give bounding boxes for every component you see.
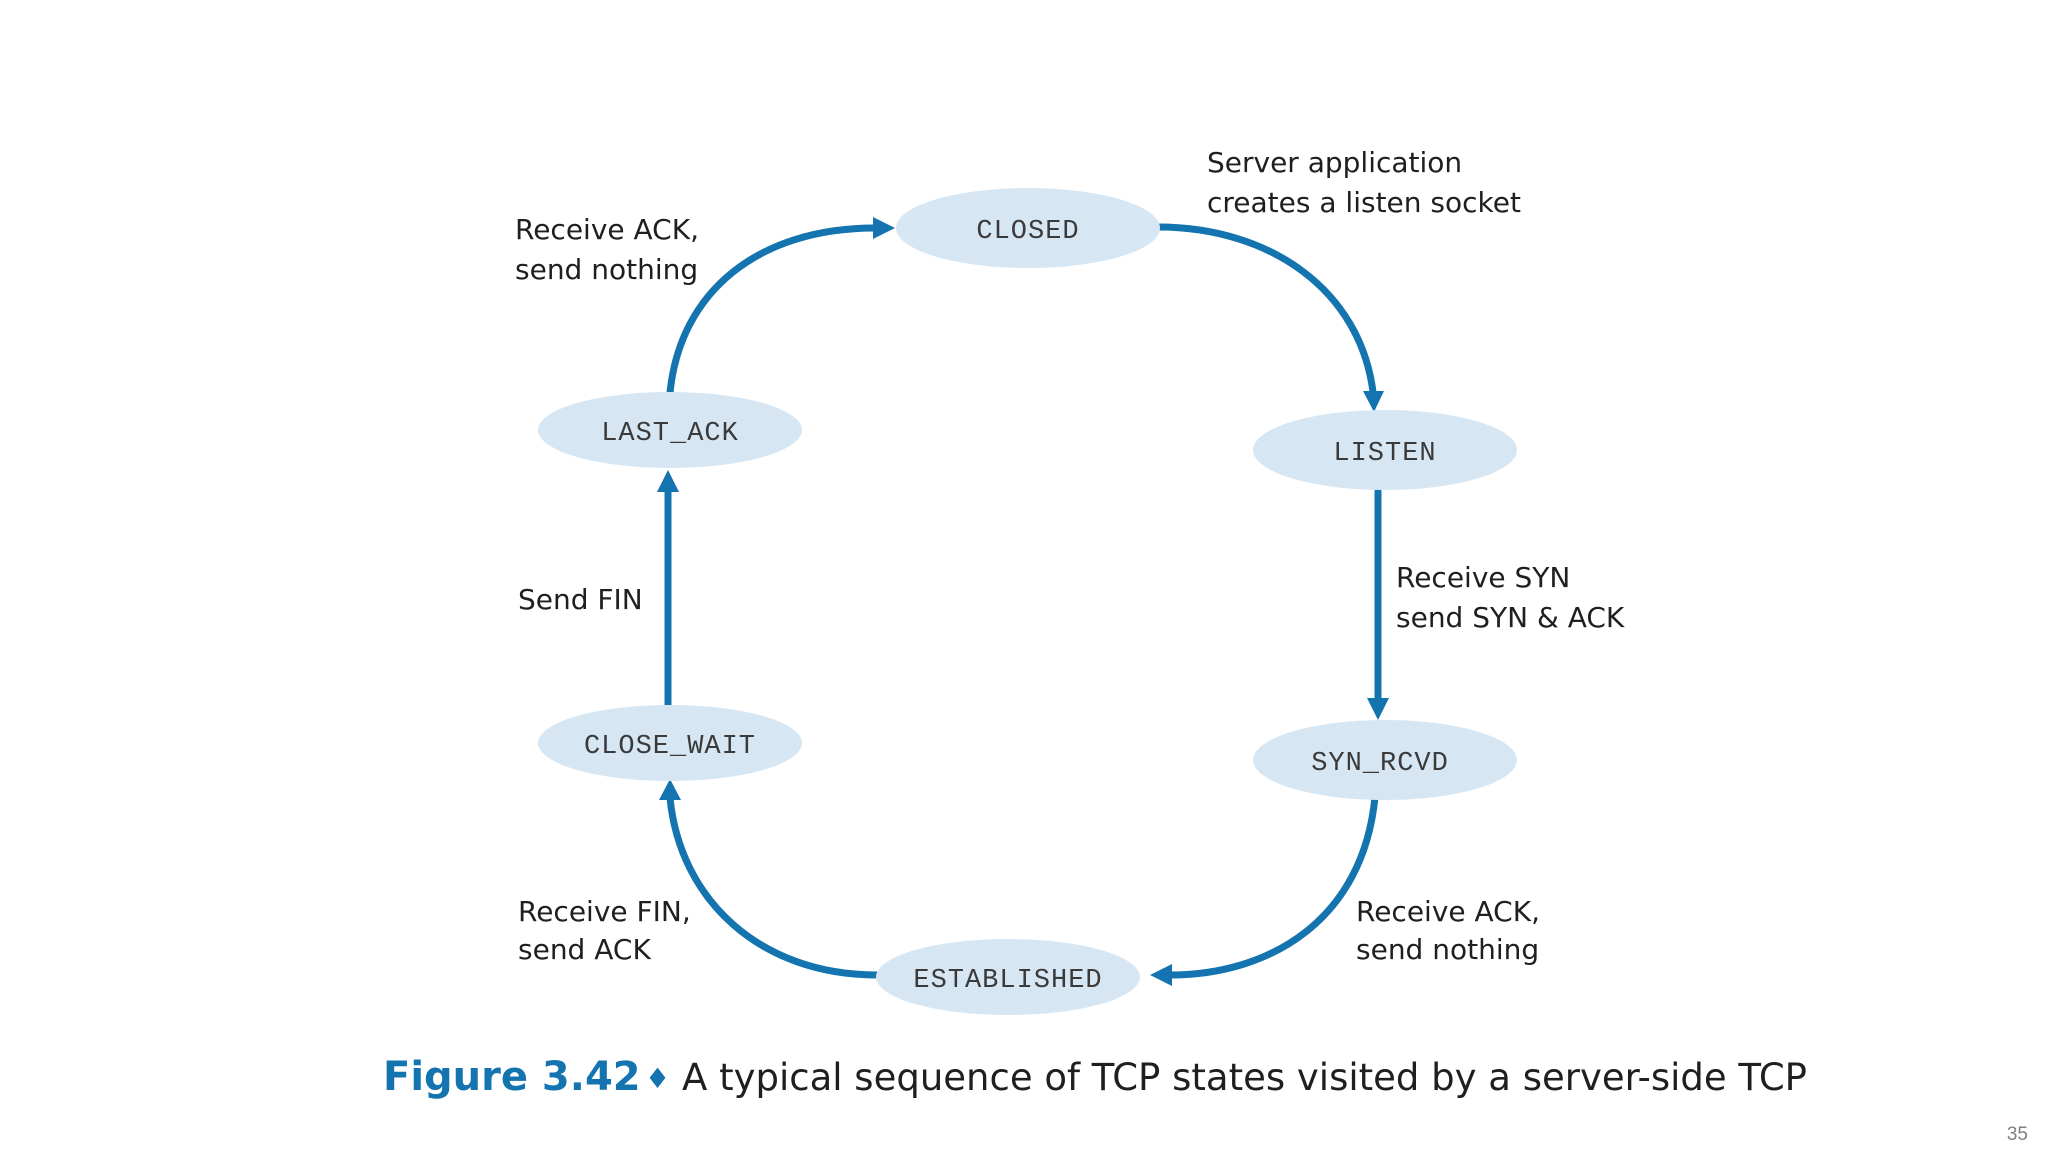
state-label-last-ack: LAST_ACK xyxy=(601,419,739,449)
state-close-wait: CLOSE_WAIT xyxy=(538,705,802,781)
caption-figure-label: Figure 3.42 xyxy=(383,1054,641,1100)
arrow-closed-to-listen xyxy=(1157,223,1377,393)
state-label-syn-rcvd: SYN_RCVD xyxy=(1311,749,1449,779)
label-established-to-close-wait: Receive FIN, send ACK xyxy=(518,895,700,966)
arrow-head-listen xyxy=(1363,391,1384,412)
caption-bullet: ♦ xyxy=(645,1062,670,1095)
arrow-last-ack-to-closed xyxy=(666,224,876,394)
arrow-head-last-ack xyxy=(657,470,679,492)
state-last-ack: LAST_ACK xyxy=(538,392,802,468)
arrow-head-close-wait xyxy=(659,779,681,800)
label-closed-to-listen: Server application creates a listen sock… xyxy=(1207,146,1521,219)
state-established: ESTABLISHED xyxy=(876,939,1140,1015)
figure-caption: Figure 3.42 ♦ A typical sequence of TCP … xyxy=(383,1054,1807,1100)
state-label-established: ESTABLISHED xyxy=(913,966,1102,996)
arrow-syn-rcvd-to-established xyxy=(1169,796,1379,979)
label-close-wait-to-last-ack: Send FIN xyxy=(518,583,643,616)
state-label-listen: LISTEN xyxy=(1333,439,1436,469)
label-last-ack-to-closed: Receive ACK, send nothing xyxy=(515,213,708,286)
arrow-head-syn-rcvd xyxy=(1367,698,1389,720)
caption-text: A typical sequence of TCP states visited… xyxy=(682,1056,1807,1099)
transition-arrows xyxy=(657,217,1389,986)
state-syn-rcvd: SYN_RCVD xyxy=(1253,720,1517,800)
arrow-head-established xyxy=(1150,964,1172,986)
state-label-closed: CLOSED xyxy=(976,217,1079,247)
state-label-close-wait: CLOSE_WAIT xyxy=(584,732,756,762)
state-listen: LISTEN xyxy=(1253,410,1517,490)
arrow-head-closed xyxy=(873,217,895,239)
state-closed: CLOSED xyxy=(896,188,1160,268)
arrow-established-to-close-wait xyxy=(666,797,878,979)
label-listen-to-syn-rcvd: Receive SYN send SYN & ACK xyxy=(1396,561,1625,634)
page-number: 35 xyxy=(2007,1124,2028,1145)
label-syn-rcvd-to-established: Receive ACK, send nothing xyxy=(1356,895,1549,966)
